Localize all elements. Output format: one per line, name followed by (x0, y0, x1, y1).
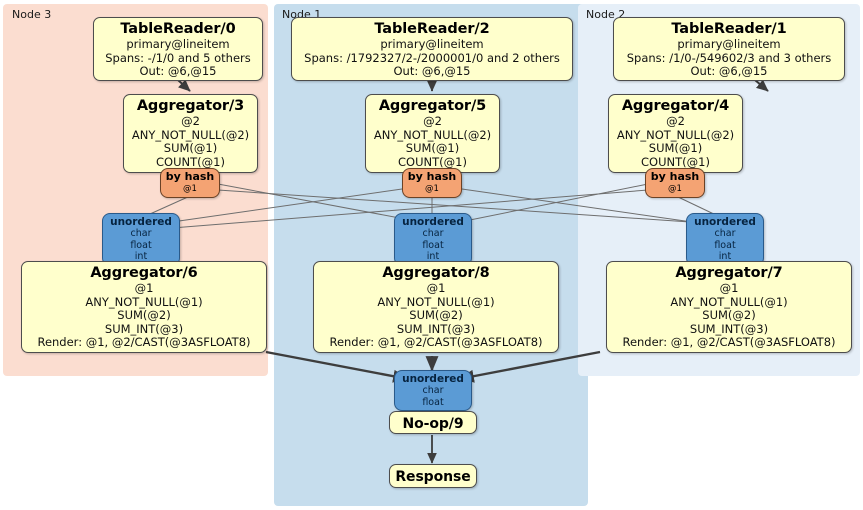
router-column: @1 (668, 183, 682, 194)
sync-type: float (130, 239, 152, 251)
node-line: @1 (134, 281, 154, 296)
input-sync-unordered-left[interactable]: unordered char float int (102, 213, 180, 266)
node-title: No-op/9 (402, 415, 464, 432)
node-line: ANY_NOT_NULL(@2) (373, 127, 492, 142)
node-title: TableReader/0 (120, 21, 236, 37)
sync-type: float (422, 239, 444, 251)
node-line: ANY_NOT_NULL(@1) (377, 294, 495, 309)
node-line: Spans: /1/0-/549602/3 and 3 others (626, 50, 832, 65)
input-sync-unordered-mid[interactable]: unordered char float int (394, 213, 472, 266)
node-line: ANY_NOT_NULL(@1) (670, 294, 788, 309)
router-title: by hash (165, 170, 215, 183)
node-line: SUM_INT(@3) (396, 321, 476, 336)
node-line: @1 (719, 281, 739, 296)
node-line: SUM(@2) (409, 308, 463, 323)
node-line: ANY_NOT_NULL(@2) (616, 127, 735, 142)
node-title: Aggregator/7 (675, 265, 783, 281)
sync-title: unordered (402, 373, 464, 385)
sync-type: float (422, 396, 444, 408)
node-line: primary@lineitem (380, 37, 484, 52)
node-title: Aggregator/8 (382, 265, 490, 281)
node-title: Aggregator/3 (136, 98, 245, 114)
processor-no-op-9[interactable]: No-op/9 (389, 411, 477, 434)
node-line: SUM(@2) (117, 308, 171, 323)
node-line: @1 (426, 281, 446, 296)
node-title: TableReader/1 (671, 21, 787, 37)
node-line: SUM(@1) (163, 141, 218, 156)
router-title: by hash (650, 170, 700, 183)
node-line: @2 (181, 114, 200, 129)
node-line: SUM(@2) (702, 308, 756, 323)
sync-title: unordered (694, 216, 756, 228)
input-sync-unordered-right[interactable]: unordered char float int (686, 213, 764, 266)
node-title: Aggregator/5 (378, 98, 487, 114)
node-line: primary@lineitem (126, 37, 230, 52)
node-line: Spans: /1792327/2-/2000001/0 and 2 other… (304, 50, 560, 65)
processor-aggregator-6[interactable]: Aggregator/6 @1 ANY_NOT_NULL(@1) SUM(@2)… (21, 261, 267, 353)
sync-type: int (134, 250, 148, 262)
node-panel-label-node3: Node 3 (12, 8, 52, 21)
router-title: by hash (407, 170, 457, 183)
processor-aggregator-8[interactable]: Aggregator/8 @1 ANY_NOT_NULL(@1) SUM(@2)… (313, 261, 559, 353)
node-line: COUNT(@1) (398, 154, 467, 169)
node-line: ANY_NOT_NULL(@2) (131, 127, 250, 142)
node-line: SUM(@1) (648, 141, 703, 156)
node-line: ANY_NOT_NULL(@1) (85, 294, 203, 309)
output-router-by-hash-right[interactable]: by hash @1 (645, 168, 705, 198)
node-line: Spans: -/1/0 and 5 others (105, 50, 251, 65)
processor-tablereader-1[interactable]: TableReader/1 primary@lineitem Spans: /1… (613, 17, 845, 81)
node-line: primary@lineitem (677, 37, 781, 52)
node-line: COUNT(@1) (156, 154, 225, 169)
node-title: Aggregator/4 (621, 98, 730, 114)
processor-aggregator-5[interactable]: Aggregator/5 @2 ANY_NOT_NULL(@2) SUM(@1)… (365, 94, 500, 173)
sync-type: int (426, 250, 440, 262)
processor-tablereader-0[interactable]: TableReader/0 primary@lineitem Spans: -/… (93, 17, 263, 81)
node-line: @2 (423, 114, 442, 129)
sync-type: float (714, 239, 736, 251)
router-column: @1 (183, 183, 197, 194)
sync-title: unordered (402, 216, 464, 228)
sync-type: char (422, 385, 444, 397)
node-line: @2 (666, 114, 685, 129)
sync-type: char (714, 228, 736, 240)
node-line: Out: @6,@15 (690, 64, 768, 79)
output-router-by-hash-left[interactable]: by hash @1 (160, 168, 220, 198)
node-line: Out: @6,@15 (393, 64, 471, 79)
node-title: Aggregator/6 (90, 265, 198, 281)
node-line: SUM(@1) (405, 141, 460, 156)
node-line: SUM_INT(@3) (689, 321, 769, 336)
sync-type: char (130, 228, 152, 240)
node-line: SUM_INT(@3) (104, 321, 184, 336)
node-title: TableReader/2 (374, 21, 490, 37)
node-line: Out: @6,@15 (139, 64, 217, 79)
sync-title: unordered (110, 216, 172, 228)
node-line: COUNT(@1) (641, 154, 710, 169)
node-line: Render: @1, @2/CAST(@3ASFLOAT8) (622, 335, 836, 350)
input-sync-unordered-final[interactable]: unordered char float (394, 370, 472, 411)
output-router-by-hash-mid[interactable]: by hash @1 (402, 168, 462, 198)
processor-tablereader-2[interactable]: TableReader/2 primary@lineitem Spans: /1… (291, 17, 573, 81)
node-title: Response (395, 469, 471, 486)
processor-aggregator-4[interactable]: Aggregator/4 @2 ANY_NOT_NULL(@2) SUM(@1)… (608, 94, 743, 173)
processor-aggregator-7[interactable]: Aggregator/7 @1 ANY_NOT_NULL(@1) SUM(@2)… (606, 261, 852, 353)
router-column: @1 (425, 183, 439, 194)
processor-response[interactable]: Response (389, 464, 477, 488)
sync-type: int (718, 250, 732, 262)
node-line: Render: @1, @2/CAST(@3ASFLOAT8) (329, 335, 543, 350)
processor-aggregator-3[interactable]: Aggregator/3 @2 ANY_NOT_NULL(@2) SUM(@1)… (123, 94, 258, 173)
sync-type: char (422, 228, 444, 240)
node-line: Render: @1, @2/CAST(@3ASFLOAT8) (37, 335, 251, 350)
